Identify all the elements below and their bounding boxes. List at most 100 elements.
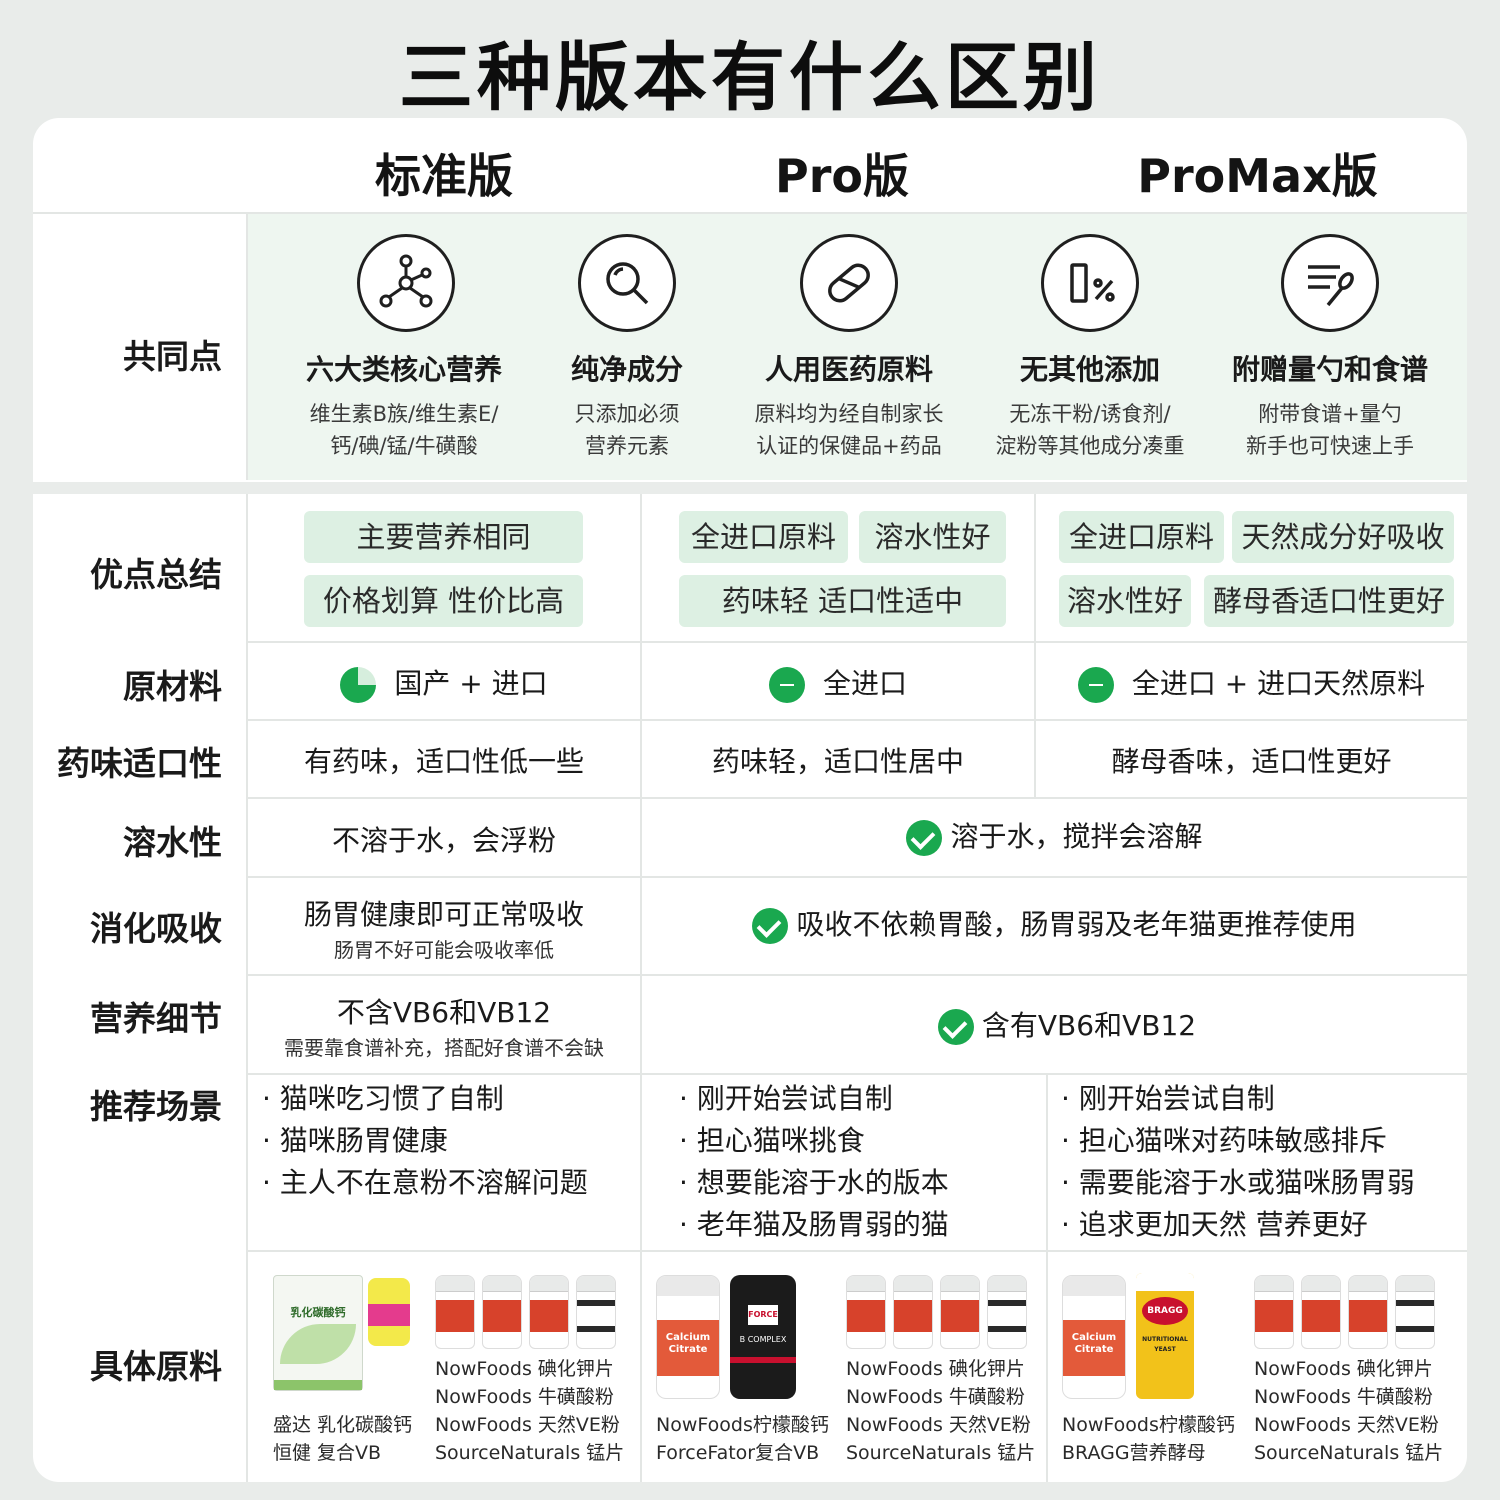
sachet-label: 乳化碳酸钙 <box>290 1306 346 1319</box>
material-share-icon <box>340 667 377 703</box>
supplement-bottle-image <box>576 1275 616 1349</box>
tag-promax-soluble: 溶水性好 <box>1059 575 1191 627</box>
row-label-ingredients: 具体原料 <box>90 1347 222 1386</box>
supplement-bottle-image <box>893 1275 933 1349</box>
molecule-icon <box>357 234 455 332</box>
taste-promax: 酵母香味，适口性更好 <box>1111 745 1392 778</box>
divider <box>33 212 1467 214</box>
tag-promax-yeast: 酵母香适口性更好 <box>1204 575 1454 627</box>
tag-pro-imported: 全进口原料 <box>679 511 848 563</box>
divider <box>248 876 1467 878</box>
solubility-standard: 不溶于水，会浮粉 <box>331 824 556 857</box>
common-desc-medical: 原料均为经自制家长认证的保健品+药品 <box>754 402 944 458</box>
row-label-nutrition: 营养细节 <box>90 999 222 1038</box>
divider <box>248 1250 1467 1252</box>
supplement-bottle-image <box>846 1275 886 1349</box>
supplement-bottle-image <box>435 1275 475 1349</box>
row-label-solubility: 溶水性 <box>123 823 222 862</box>
common-title-medical: 人用医药原料 <box>764 353 933 386</box>
force-logo: FORCE <box>748 1305 778 1325</box>
supplement-bottle-image <box>1348 1275 1388 1349</box>
supplement-bottle-image <box>987 1275 1027 1349</box>
version-standard: 标准版 <box>375 149 513 203</box>
common-desc-no-additive: 无冻干粉/诱食剂/淀粉等其他成分凑重 <box>995 402 1185 458</box>
supplement-bottle-image <box>482 1275 522 1349</box>
taste-pro: 药味轻，适口性居中 <box>711 745 964 778</box>
common-title-pure: 纯净成分 <box>570 353 683 386</box>
version-pro: Pro版 <box>774 149 909 203</box>
taste-standard: 有药味，适口性低一些 <box>303 745 584 778</box>
common-desc-gift: 附带食谱+量勺新手也可快速上手 <box>1246 402 1414 458</box>
divider <box>248 797 1467 799</box>
common-title-no-additive: 无其他添加 <box>1019 353 1160 386</box>
check-icon <box>906 820 943 856</box>
divider <box>1046 1074 1048 1482</box>
nutrition-standard: 不含VB6和VB12 <box>336 996 552 1029</box>
common-desc-pure: 只添加必须营养元素 <box>574 402 680 458</box>
row-label-taste: 药味适口性 <box>57 744 222 783</box>
common-title-gift: 附赠量勺和食谱 <box>1231 353 1428 386</box>
sachet-calcium-image: 乳化碳酸钙 <box>273 1275 363 1391</box>
divider <box>248 641 1467 643</box>
row-label-pros: 优点总结 <box>90 555 222 594</box>
force-label: B COMPLEX <box>739 1335 787 1344</box>
divider <box>248 719 1467 721</box>
divider <box>248 1073 1467 1075</box>
tag-pro-taste: 药味轻 适口性适中 <box>679 575 1006 627</box>
tag-standard-same-nutrition: 主要营养相同 <box>304 511 583 563</box>
row-label-material: 原材料 <box>123 667 222 706</box>
scenario-standard: · 猫咪吃习惯了自制· 猫咪肠胃健康· 主人不在意粉不溶解问题 <box>262 1082 588 1199</box>
force-bcomplex-bottle-image: FORCE B COMPLEX <box>730 1275 796 1399</box>
divider <box>248 974 1467 976</box>
tag-promax-imported: 全进口原料 <box>1059 511 1224 563</box>
tag-standard-value: 价格划算 性价比高 <box>304 575 583 627</box>
supplement-bottle-image <box>1254 1275 1294 1349</box>
common-title-nutrition: 六大类核心营养 <box>305 353 502 386</box>
row-label-digestion: 消化吸收 <box>90 909 222 948</box>
tag-promax-natural: 天然成分好吸收 <box>1232 511 1454 563</box>
check-icon <box>937 1009 974 1045</box>
scenario-pro: · 刚开始尝试自制· 担心猫咪挑食· 想要能溶于水的版本· 老年猫及肠胃弱的猫 <box>679 1082 949 1241</box>
divider <box>1034 494 1036 798</box>
supplement-bottle-image <box>940 1275 980 1349</box>
divider <box>246 212 248 480</box>
material-share-icon <box>1077 667 1114 703</box>
vb-bottle-image <box>368 1278 410 1346</box>
digestion-pro-promax: 吸收不依赖胃酸，肠胃弱及老年猫更推荐使用 <box>642 903 1467 944</box>
version-promax: ProMax版 <box>1137 149 1378 203</box>
nutrition-pro-promax: 含有VB6和VB12 <box>642 1004 1492 1045</box>
row-label-scenario: 推荐场景 <box>90 1087 222 1126</box>
supplement-bottle-image <box>1301 1275 1341 1349</box>
ingredients-standard-left: 盛达 乳化碳酸钙恒健 复合VB <box>273 1414 413 1464</box>
divider <box>640 494 642 1482</box>
material-share-icon <box>768 667 805 703</box>
row-label-common: 共同点 <box>123 337 222 376</box>
check-icon <box>752 908 789 944</box>
page-title: 三种版本有什么区别 <box>399 35 1101 121</box>
supplement-bottle-image <box>529 1275 569 1349</box>
recipe-spoon-icon <box>1281 234 1379 332</box>
divider <box>246 494 248 1482</box>
material-promax: 全进口 + 进口天然原料 <box>1036 662 1467 703</box>
tag-pro-soluble: 溶水性好 <box>859 511 1006 563</box>
solubility-pro-promax: 溶于水，搅拌会溶解 <box>642 815 1467 856</box>
capsule-icon <box>800 234 898 332</box>
nutrition-standard-note: 需要靠食谱补充，搭配好食谱不会缺 <box>284 1036 604 1060</box>
digestion-standard-note: 肠胃不好可能会吸收率低 <box>334 938 554 962</box>
material-pro: 全进口 <box>642 662 1034 703</box>
digestion-standard: 肠胃健康即可正常吸收 <box>303 898 584 931</box>
material-standard: 国产 + 进口 <box>248 662 640 703</box>
zero-percent-icon <box>1041 234 1139 332</box>
supplement-bottle-image <box>1395 1275 1435 1349</box>
